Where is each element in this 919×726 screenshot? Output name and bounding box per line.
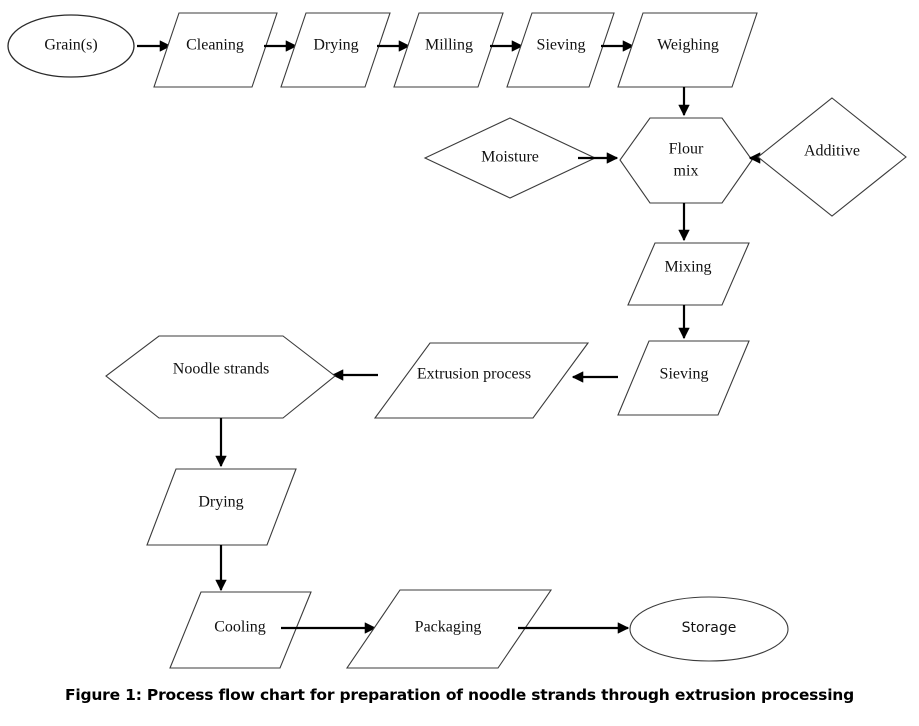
node-drying-2-label: Drying [198,494,243,511]
node-packaging[interactable]: Packaging [345,589,553,669]
node-moisture-label: Moisture [481,149,539,166]
node-milling-label: Milling [425,37,473,54]
node-noodle-strands[interactable]: Noodle strands [105,335,336,419]
node-cleaning[interactable]: Cleaning [153,12,278,88]
node-storage-label: Storage [682,620,737,636]
node-drying-1-label: Drying [313,37,358,54]
node-flour-mix-label-line1: Flour [669,141,704,158]
node-cleaning-label: Cleaning [186,37,244,54]
node-milling[interactable]: Milling [393,12,504,88]
node-mixing[interactable]: Mixing [627,242,750,306]
node-weighing[interactable]: Weighing [617,12,758,88]
node-grain-label: Grain(s) [44,37,97,54]
node-cooling[interactable]: Cooling [169,591,312,669]
node-flour-mix-label-line2: mix [674,163,699,180]
node-grain[interactable]: Grain(s) [7,14,135,78]
node-sieving-2-label: Sieving [660,366,709,383]
node-extrusion-label: Extrusion process [417,366,531,383]
node-moisture[interactable]: Moisture [423,117,597,199]
node-drying-2[interactable]: Drying [146,468,297,546]
node-extrusion[interactable]: Extrusion process [373,342,590,419]
node-additive[interactable]: Additive [757,97,907,217]
node-additive-label: Additive [804,143,860,160]
node-storage[interactable]: Storage [629,596,789,662]
node-cooling-label: Cooling [214,619,266,636]
node-flour-mix[interactable]: Flour mix [619,117,753,204]
node-packaging-label: Packaging [415,619,482,636]
node-mixing-label: Mixing [664,259,711,276]
node-sieving-1-label: Sieving [537,37,586,54]
node-sieving-2[interactable]: Sieving [617,340,750,416]
node-drying-1[interactable]: Drying [280,12,391,88]
node-sieving-1[interactable]: Sieving [506,12,615,88]
node-noodle-strands-label: Noodle strands [173,361,269,378]
figure-caption: Figure 1: Process flow chart for prepara… [64,686,855,704]
node-weighing-label: Weighing [657,37,719,54]
